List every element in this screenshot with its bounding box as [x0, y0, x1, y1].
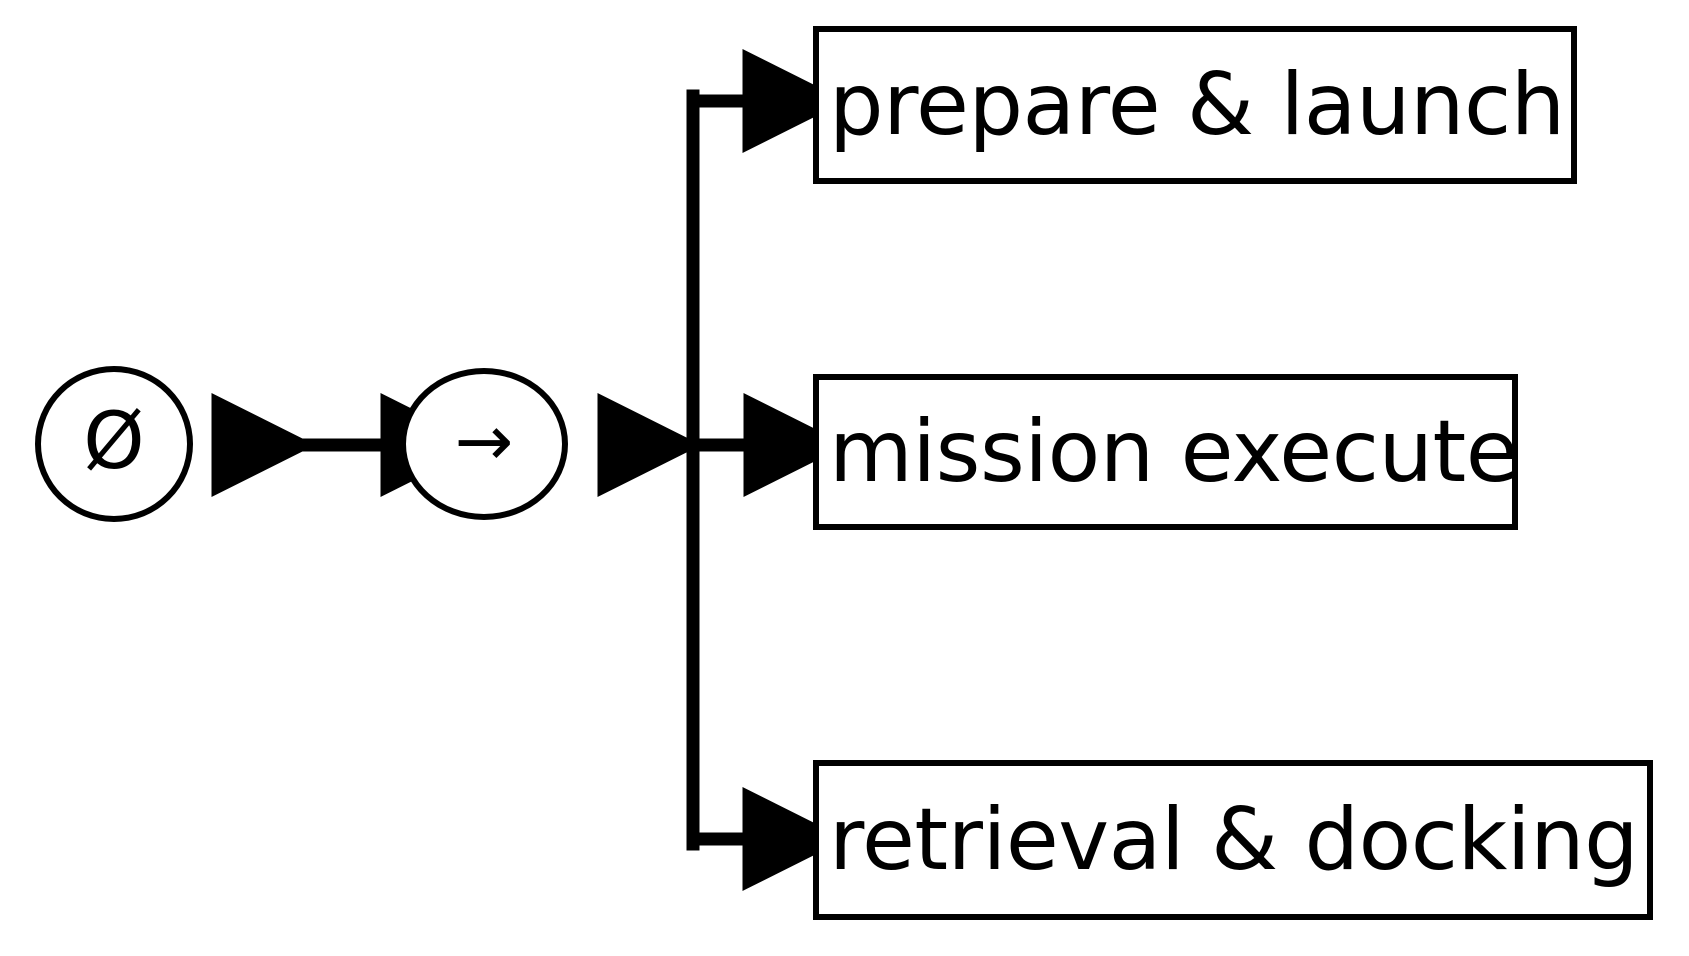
node-label-mission-execute: mission execute — [829, 402, 1519, 502]
node-label-retrieval-and-docking: retrieval & docking — [829, 790, 1639, 890]
right-arrow-symbol: → — [454, 400, 514, 482]
node-empty-set[interactable]: Ø — [35, 366, 193, 522]
node-prepare-and-launch[interactable]: prepare & launch — [813, 26, 1577, 184]
node-transition[interactable]: → — [400, 368, 568, 520]
node-label-prepare-and-launch: prepare & launch — [829, 55, 1565, 155]
node-mission-execute[interactable]: mission execute — [813, 374, 1519, 530]
empty-set-symbol: Ø — [83, 397, 145, 487]
node-retrieval-and-docking[interactable]: retrieval & docking — [813, 760, 1653, 920]
